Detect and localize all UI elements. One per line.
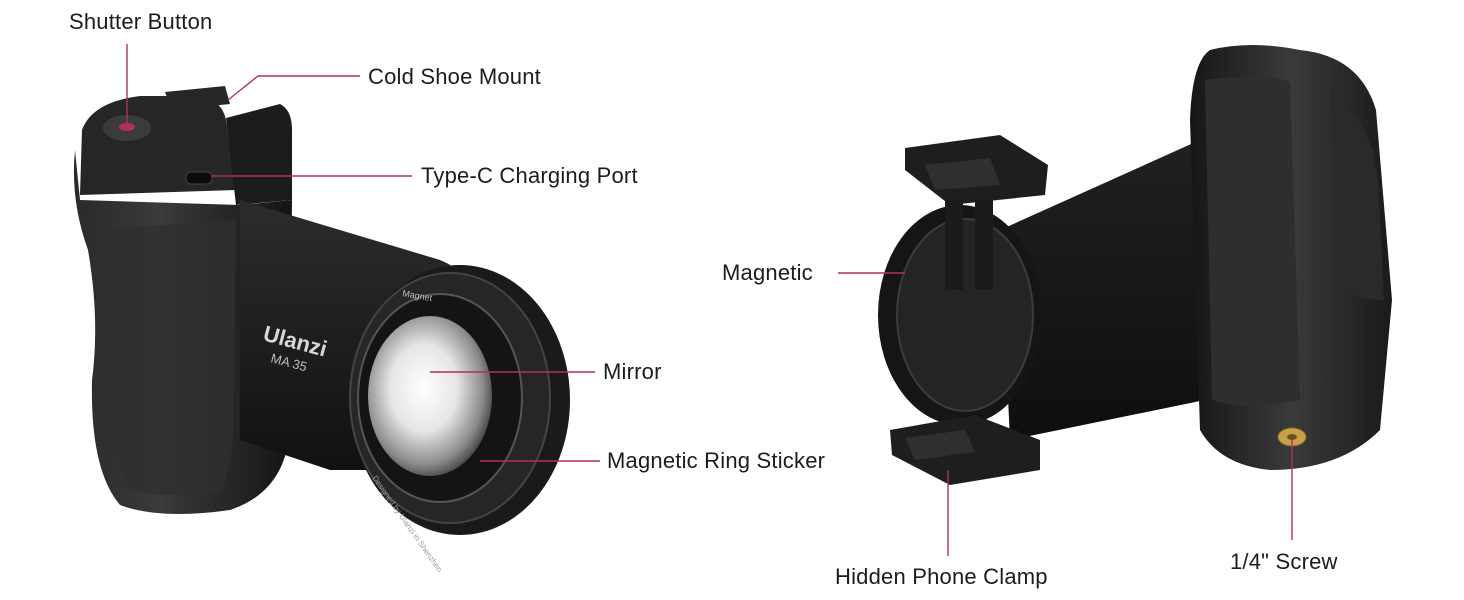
label-hidden-phone-clamp: Hidden Phone Clamp [835,564,1048,589]
grip-texture [100,220,236,495]
right-device [878,45,1392,485]
shutter-indicator [119,123,135,131]
magnetic-disc-inner [896,218,1034,412]
label-shutter-button: Shutter Button [69,9,213,34]
leader-cold-shoe [227,75,360,101]
clamp-rail-left [945,200,963,290]
type-c-port [185,171,213,185]
phone-plate [1000,140,1205,440]
bottom-clamp-pad [905,430,975,460]
label-mirror: Mirror [603,359,662,384]
right-grip-texture [1205,76,1300,406]
mirror [368,316,492,476]
leader-lines [126,44,1293,556]
label-type-c-port: Type-C Charging Port [421,163,638,188]
screw-hole [1287,434,1297,440]
top-clamp-pad [925,158,1000,190]
label-magnetic: Magnetic [722,260,813,285]
label-cold-shoe-mount: Cold Shoe Mount [368,64,541,89]
right-grip-side-texture [1330,90,1384,300]
top-block [80,96,236,195]
label-magnetic-ring-sticker: Magnetic Ring Sticker [607,448,826,473]
clamp-rail-right [975,200,993,290]
label-quarter-inch-screw: 1/4" Screw [1230,549,1338,574]
top-block-side [226,104,292,205]
left-device: Ulanzi MA 35 Magnet Designed by Ulanzi i… [73,86,570,574]
